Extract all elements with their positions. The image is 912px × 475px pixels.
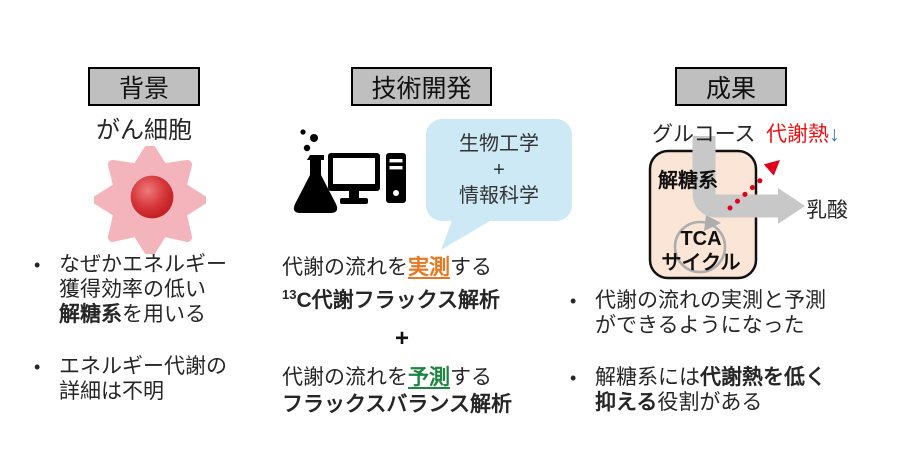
- results-bullet-list: • 代謝の流れの実測と予測 ができるようになった • 解糖系には代謝熱を低く 抑…: [570, 288, 910, 415]
- bullet-text: 代謝の流れの実測と予測 ができるようになった: [595, 289, 826, 337]
- glycolysis-label: 解糖系: [658, 170, 718, 192]
- methods-text-block: 代謝の流れを実測する 13C代謝フラックス解析 + 代謝の流れを予測する フラッ…: [282, 254, 582, 418]
- cancer-cell-icon: [94, 146, 206, 254]
- measure-line: 代謝の流れを実測する: [282, 256, 492, 279]
- list-item: • 代謝の流れの実測と予測 ができるようになった: [570, 288, 910, 338]
- metabolism-diagram: [648, 136, 805, 280]
- down-arrow-icon: ↓: [829, 123, 840, 146]
- list-item: • 解糖系には代謝熱を低く 抑える役割がある: [570, 365, 910, 415]
- glucose-label: グルコース: [652, 123, 756, 146]
- bullet-text: 解糖系には代謝熱を低く 抑える役割がある: [595, 366, 826, 414]
- bullet-text: なぜかエネルギー 獲得効率の低い 解糖系を用いる: [59, 253, 227, 326]
- results-header: 成果: [675, 67, 787, 106]
- results-header-label: 成果: [705, 74, 756, 103]
- measured-highlight: 実測: [408, 256, 450, 279]
- bubble-line: 情報科学: [459, 185, 539, 207]
- fields-speech-bubble: 生物工学 + 情報科学: [426, 119, 572, 221]
- list-item: • なぜかエネルギー 獲得効率の低い 解糖系を用いる: [34, 252, 286, 327]
- bullet-marker: •: [34, 255, 41, 275]
- bubble-line: +: [493, 159, 505, 181]
- speech-bubble-tail: [441, 218, 495, 250]
- technology-header-label: 技術開発: [371, 74, 472, 103]
- bullet-marker: •: [570, 368, 577, 388]
- tca-cycle-arrowhead: [704, 215, 721, 231]
- flask-icon: [293, 129, 338, 213]
- flux-arrowhead: [778, 188, 805, 224]
- computer-icon: [328, 153, 406, 204]
- metabolic-heat-label: 代謝熱↓: [766, 123, 840, 146]
- background-header: 背景: [88, 67, 200, 106]
- c13-flux-analysis-label: 13C代謝フラックス解析: [282, 287, 501, 312]
- background-bullet-list: • なぜかエネルギー 獲得効率の低い 解糖系を用いる • エネルギー代謝の 詳細…: [34, 252, 286, 404]
- tca-cycle-arrow: [673, 220, 727, 274]
- technology-header: 技術開発: [351, 67, 492, 106]
- flux-balance-analysis-label: フラックスバランス解析: [282, 393, 512, 416]
- predicted-highlight: 予測: [408, 366, 450, 389]
- plus-sign: +: [394, 325, 409, 352]
- list-item: • エネルギー代謝の 詳細は不明: [34, 354, 286, 404]
- background-header-label: 背景: [118, 74, 169, 103]
- bullet-marker: •: [570, 291, 577, 311]
- bullet-text: エネルギー代謝の 詳細は不明: [59, 355, 227, 403]
- cancer-cell-label: がん細胞: [96, 117, 192, 144]
- tca-cycle-label: TCA サイクル: [661, 228, 741, 274]
- flux-arrow: [692, 136, 778, 218]
- bullet-marker: •: [34, 357, 41, 377]
- lactate-label: 乳酸: [806, 199, 848, 222]
- heat-arrowhead: [763, 160, 780, 176]
- bubble-line: 生物工学: [459, 133, 539, 155]
- heat-dotted-arrow: [727, 174, 767, 211]
- predict-line: 代謝の流れを予測する: [282, 366, 492, 389]
